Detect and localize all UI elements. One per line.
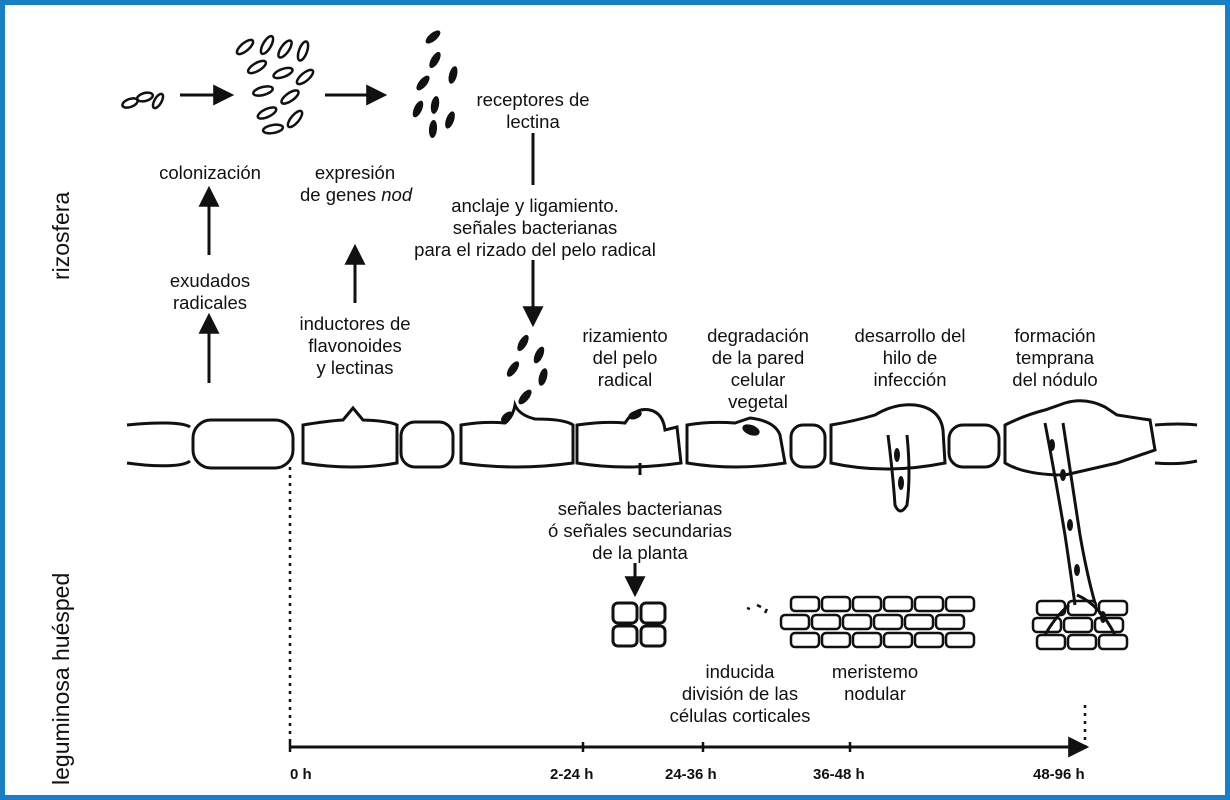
timeline-tick-0h: 0 h	[290, 766, 312, 783]
root-cell-row	[126, 399, 1198, 477]
bacteria-approaching-root	[506, 334, 548, 405]
nodular-meristem	[746, 595, 976, 649]
bacteria-group-receptors	[412, 30, 458, 138]
early-nodule-cells	[1031, 599, 1129, 651]
bacteria-group-multiplied	[235, 34, 315, 135]
infection-thread-tube	[886, 434, 911, 513]
label-colonizacion: colonización	[159, 162, 261, 183]
label-expresion-genes-nod: expresión de genes nod	[300, 162, 413, 205]
nodule-infection-thread	[1043, 422, 1117, 636]
timeline-tick-36-48h: 36-48 h	[813, 766, 865, 783]
bacteria-group-initial	[121, 91, 165, 110]
side-label-rizosfera: rizosfera	[48, 191, 74, 280]
timeline-tick-48-96h: 48-96 h	[1033, 766, 1085, 783]
timeline-tick-marks	[288, 742, 852, 752]
label-anclaje-ligamiento: anclaje y ligamiento.señales bacterianas…	[414, 195, 656, 260]
cortical-cells-dividing	[611, 601, 667, 648]
timeline-tick-2-24h: 2-24 h	[550, 766, 594, 783]
infection-details	[501, 410, 760, 436]
diagram-artwork	[121, 30, 1198, 758]
timeline-tick-24-36h: 24-36 h	[665, 766, 717, 783]
side-label-leguminosa: leguminosa huésped	[48, 572, 74, 785]
